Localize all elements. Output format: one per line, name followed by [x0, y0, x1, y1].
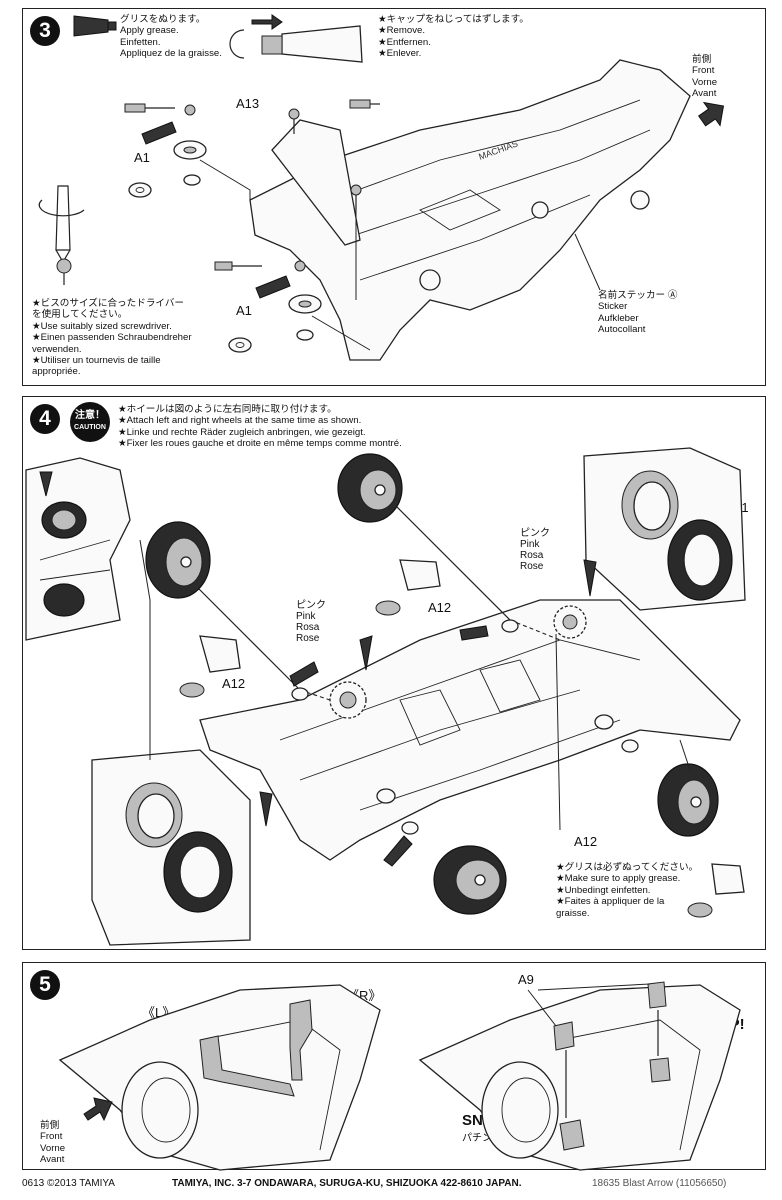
step-5-number: 5 — [30, 970, 60, 1000]
wheel-front-right — [337, 453, 403, 523]
footer-item: 18635 Blast Arrow (11056650) — [592, 1178, 727, 1189]
step-4-grease-note: ★グリスは必ずぬってください。★Make sure to apply greas… — [556, 862, 699, 919]
wheel-front-left — [145, 521, 211, 599]
part-label-a12-mid: A12 — [428, 600, 452, 615]
screwdriver-icon — [38, 185, 85, 285]
part-label-a1-bottom: A1 — [236, 303, 252, 318]
caution-badge: 注意！CAUTION — [70, 402, 110, 442]
axle-front-left — [179, 569, 301, 691]
step-3-grease-note: グリスをぬります。Apply grease. Einfetten.Appliqu… — [120, 14, 222, 60]
screws-step3 — [288, 99, 380, 210]
step-3-remove-note: ★キャップをねじってはずします。★Remove. ★Entfernen.★Enl… — [378, 14, 529, 60]
chassis-frame-step3: MACHIAS — [249, 59, 691, 361]
front-arrow-icon — [698, 101, 725, 127]
chassis-step5-right — [418, 981, 741, 1171]
step-3-screwdriver-note: ★ビスのサイズに合ったドライバーを使用してください。 ★Use suitably… — [32, 298, 192, 378]
part-label-a12-left: A12 — [222, 676, 246, 691]
grease-tube-icon-step4 — [179, 559, 745, 918]
axle-front-right — [379, 489, 511, 621]
inset-wheel-bottom — [91, 749, 251, 946]
step-4-wheels-note: ★ホイールは図のように左右同時に取り付けます。★Attach left and … — [118, 404, 402, 450]
wheel-rear-right — [657, 763, 719, 837]
cap-remove-icon — [229, 14, 363, 63]
part-label-a1-top: A1 — [134, 150, 150, 165]
a13-plate — [271, 119, 361, 246]
part-label-a13: A13 — [236, 96, 260, 111]
hand-inset — [25, 457, 131, 641]
step-4-number: 4 — [30, 404, 60, 434]
front-arrow-icon-step5 — [83, 1097, 113, 1122]
inset-wheel-top — [583, 447, 746, 611]
wheel-rear-left — [433, 845, 507, 915]
part-label-a9: A9 — [518, 972, 534, 987]
roller-a1-bottom — [214, 260, 322, 353]
roller-a1-top — [124, 103, 207, 198]
chassis-step5-left — [58, 984, 381, 1171]
footer-address: TAMIYA, INC. 3-7 ONDAWARA, SURUGA-KU, SH… — [172, 1178, 522, 1189]
gear-pink-right — [553, 605, 587, 639]
gear-pink-left — [329, 681, 367, 719]
grease-tube-icon — [73, 15, 117, 37]
part-label-a12-bottom: A12 — [574, 834, 598, 849]
footer-code: 0613 ©2013 TAMIYA — [22, 1178, 115, 1189]
step-3-number: 3 — [30, 16, 60, 46]
